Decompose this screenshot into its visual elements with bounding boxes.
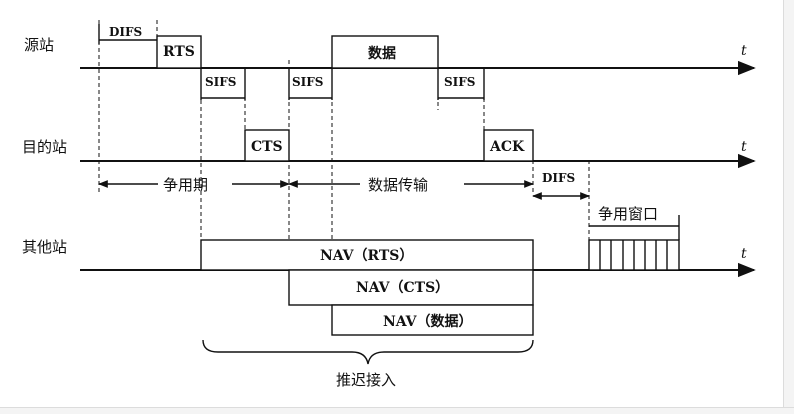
contention-period-label: 争用期: [163, 176, 208, 194]
deferred-access-brace: [202, 339, 534, 365]
dest-time-symbol: t: [741, 139, 747, 155]
ack-frame: [483, 129, 534, 162]
sifs-3-label: SIFS: [444, 75, 475, 89]
row-label-others: 其他站: [22, 238, 67, 256]
cts-frame-label: CTS: [251, 139, 283, 155]
difs-2-label: DIFS: [542, 171, 575, 185]
nav-data-bar: [331, 304, 534, 336]
data-frame-label: 数据: [368, 45, 396, 62]
difs-label-bg: [106, 23, 150, 39]
row-label-source: 源站: [24, 36, 54, 54]
deferred-access-label: 推迟接入: [336, 371, 396, 389]
nav-cts-label: NAV（CTS）: [356, 280, 449, 296]
contention-window-slots: [588, 239, 680, 271]
nav-rts-label: NAV（RTS）: [320, 248, 413, 264]
csma-ca-timing-diagram: 源站 目的站 其他站 t t t DIFS RTS 数据 SIFS SIFS S…: [22, 20, 756, 389]
sifs-2-label: SIFS: [292, 75, 323, 89]
nav-data-label: NAV（数据）: [383, 313, 473, 330]
right-scroll-edge: [783, 0, 794, 414]
nav-rts-bar: [200, 239, 534, 271]
others-time-symbol: t: [741, 246, 747, 262]
data-frame: [331, 35, 439, 69]
source-time-symbol: t: [741, 43, 747, 59]
difs-label: DIFS: [109, 25, 142, 39]
rts-frame-label: RTS: [163, 44, 195, 60]
data-transfer-label: 数据传输: [368, 176, 428, 194]
bottom-edge: [0, 407, 794, 414]
cts-frame: [244, 129, 290, 162]
rts-frame: [156, 35, 202, 69]
row-label-dest: 目的站: [22, 138, 67, 156]
ack-frame-label: ACK: [489, 139, 525, 155]
nav-cts-bar: [288, 269, 534, 306]
sifs-1-label: SIFS: [205, 75, 236, 89]
contention-window-label: 争用窗口: [598, 205, 658, 223]
